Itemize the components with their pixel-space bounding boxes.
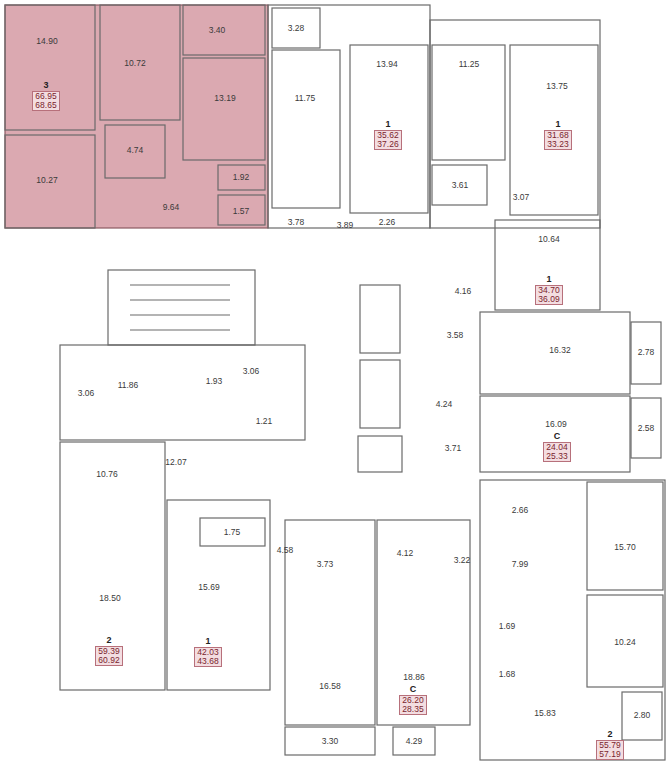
room-area: 4.12 [397,549,414,558]
room-area: 3.71 [445,444,462,453]
room-area: 10.24 [614,638,635,647]
room-area: 3.58 [447,331,464,340]
room-area: 1.57 [233,207,250,216]
apartment-tag: С26.2028.35 [399,685,426,716]
apartment-area: 37.26 [377,140,398,149]
apartment-tag: 134.7036.09 [535,275,562,306]
room-area: 11.86 [118,381,139,390]
room-area: 1.21 [256,417,273,426]
room-area: 3.61 [452,181,469,190]
room-area: 13.19 [214,94,235,103]
room-area: 4.74 [127,146,144,155]
room-area: 12.07 [165,458,186,467]
room-area: 1.75 [224,528,241,537]
apartment-area: 24.04 [546,443,567,452]
room-area: 16.32 [549,346,570,355]
area-box: 26.2028.35 [399,695,426,716]
room-count: 3 [32,81,59,91]
room-area: 3.07 [513,193,530,202]
apartment-area: 68.65 [35,101,56,110]
apartment-area: 25.33 [546,452,567,461]
apartment-tag: 135.6237.26 [374,120,401,151]
room-area: 15.69 [198,583,219,592]
apartment-area: 33.23 [547,140,568,149]
room-area: 15.70 [614,543,635,552]
apartment-area: 60.92 [98,656,119,665]
room-area: 3.22 [454,556,471,565]
area-box: 35.6237.26 [374,130,401,151]
apartment-area: 55.79 [599,741,620,750]
room-area: 4.29 [406,737,423,746]
apartment-tag: С24.0425.33 [543,432,570,463]
apartment-tag: 366.9568.65 [32,81,59,112]
room-count: 2 [95,636,122,646]
room-count: С [399,685,426,695]
apartment-area: 36.09 [538,295,559,304]
room-area: 1.92 [233,173,250,182]
apartment-tag: 259.3960.92 [95,636,122,667]
area-box: 31.6833.23 [544,130,571,151]
room-area: 13.75 [546,82,567,91]
room-area: 10.64 [538,235,559,244]
apartment-area: 66.95 [35,92,56,101]
room-count: 1 [544,120,571,130]
room-area: 10.72 [124,59,145,68]
room-area: 16.58 [319,682,340,691]
room-area: 10.27 [36,176,57,185]
room-area: 1.68 [499,670,516,679]
room-area: 3.28 [288,24,305,33]
area-box: 24.0425.33 [543,442,570,463]
room-count: 1 [535,275,562,285]
room-area: 11.25 [459,60,480,69]
apartment-area: 26.20 [402,696,423,705]
room-count: 1 [374,120,401,130]
apartment-area: 31.68 [547,131,568,140]
apartment-area: 34.70 [538,286,559,295]
room-count: С [543,432,570,442]
room-area: 7.99 [512,560,529,569]
room-area: 13.94 [376,60,397,69]
room-area: 11.75 [295,94,316,103]
room-area: 18.50 [99,594,120,603]
apartment-tag: 142.0343.68 [194,637,221,668]
room-count: 2 [596,730,623,740]
apartment-area: 42.03 [197,648,218,657]
room-area: 10.76 [96,470,117,479]
area-box: 34.7036.09 [535,285,562,306]
area-box: 55.7957.19 [596,740,623,761]
room-area: 15.83 [534,709,555,718]
room-area: 2.58 [638,424,655,433]
room-area: 2.78 [638,348,655,357]
room-area: 2.26 [379,218,396,227]
room-area: 14.90 [36,37,57,46]
room-area: 3.73 [317,560,334,569]
apartment-area: 43.68 [197,657,218,666]
room-area: 2.66 [512,506,529,515]
room-area: 1.93 [206,377,223,386]
room-area: 3.06 [78,389,95,398]
room-area: 16.09 [545,420,566,429]
apartment-tag: 255.7957.19 [596,730,623,761]
room-area: 18.86 [403,673,424,682]
area-box: 59.3960.92 [95,646,122,667]
room-area: 3.40 [209,26,226,35]
room-area: 2.80 [634,711,651,720]
room-area: 3.78 [288,218,305,227]
room-area: 4.58 [277,546,294,555]
room-area: 3.30 [322,737,339,746]
room-count: 1 [194,637,221,647]
room-area: 4.24 [436,400,453,409]
apartment-area: 57.19 [599,750,620,759]
area-box: 66.9568.65 [32,91,59,112]
area-box: 42.0343.68 [194,647,221,668]
apartment-tag: 131.6833.23 [544,120,571,151]
room-area: 3.89 [337,221,354,230]
apartment-area: 59.39 [98,647,119,656]
room-area: 9.64 [163,203,180,212]
apartment-area: 35.62 [377,131,398,140]
room-area: 3.06 [243,367,260,376]
apartment-area: 28.35 [402,705,423,714]
room-area: 4.16 [455,287,472,296]
room-area: 1.69 [499,622,516,631]
